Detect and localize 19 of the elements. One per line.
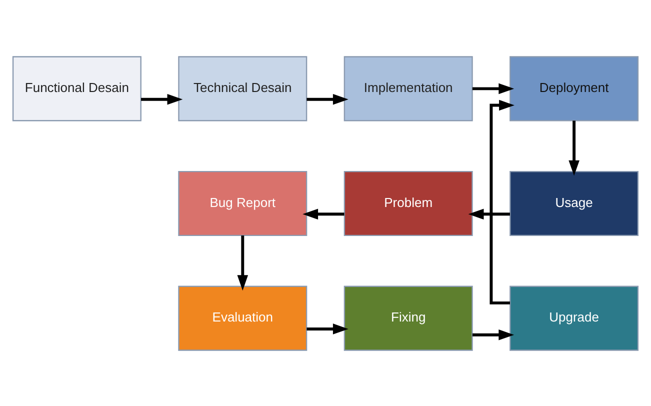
node-box: Upgrade [510,285,639,350]
arrow [237,234,248,290]
node-box: Evaluation [178,285,308,350]
node-box: Functional Desain [12,56,142,121]
arrow [472,328,514,340]
arrow [306,323,348,334]
node-box: Deployment [510,56,639,121]
arrow [568,120,580,176]
arrow [472,82,514,94]
node-box: Bug Report [178,170,308,236]
arrow [141,93,183,104]
arrow [302,208,344,220]
node-box: Implementation [344,56,473,121]
node-box: Technical Desain [178,56,308,121]
node-box: Usage [510,170,639,236]
node-box: Fixing [344,285,473,350]
arrow [306,93,348,104]
node-box: Problem [344,170,473,236]
arrow [468,208,510,220]
